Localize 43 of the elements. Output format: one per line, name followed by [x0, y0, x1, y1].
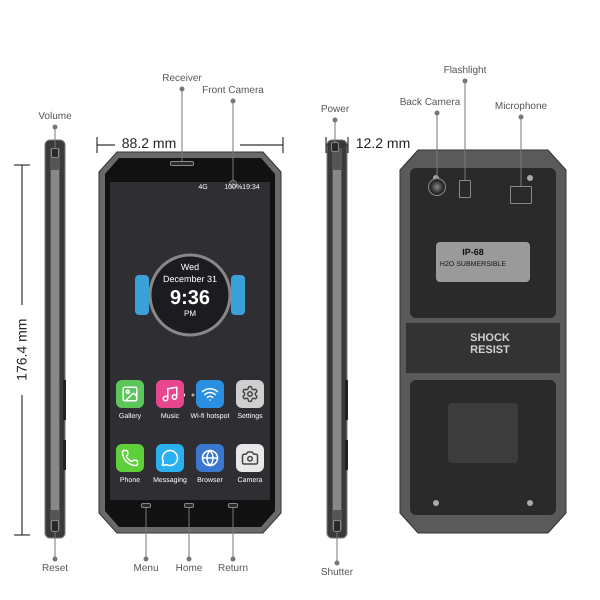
callout-label: Front Camera	[199, 84, 267, 98]
callout-label: Receiver	[157, 72, 207, 86]
callout-label: Reset	[37, 562, 73, 576]
rating-text: IP-68	[461, 248, 485, 258]
leader-line	[462, 78, 468, 180]
callout-label: Menu	[130, 562, 162, 576]
receiver-slot	[170, 161, 194, 166]
leader-line	[332, 118, 338, 142]
leader-line	[230, 98, 236, 180]
leader-line	[230, 508, 236, 562]
home-key	[184, 503, 194, 508]
callout-label: Flashlight	[436, 64, 494, 78]
panel-text: SHOCK RESIST	[469, 332, 511, 356]
dimension-value: 176.4 mm	[14, 318, 30, 383]
menu-key	[141, 503, 151, 508]
leader-line	[144, 508, 148, 562]
clock-time: 9:36	[168, 287, 212, 309]
flashlight-window	[459, 180, 471, 198]
leader-line	[52, 532, 58, 562]
leader-line	[52, 124, 58, 148]
leader-line	[334, 532, 340, 566]
weekday: Wed	[180, 263, 200, 273]
return-key	[228, 503, 238, 508]
callout-label: Shutter	[316, 566, 358, 580]
power-button	[331, 142, 339, 152]
callout-label: Return	[215, 562, 251, 576]
leader-line	[434, 110, 440, 178]
callout-label: Volume	[30, 110, 80, 124]
leader-line	[186, 508, 192, 562]
dimension-value: 12.2 mm	[354, 136, 412, 152]
shutter-button	[333, 520, 341, 532]
date: December 31	[162, 275, 218, 285]
reset-button	[51, 520, 59, 532]
callout-label: Home	[173, 562, 205, 576]
volume-button	[51, 148, 59, 158]
callout-label: Power	[317, 103, 353, 117]
dimension-value: 88.2 mm	[120, 136, 178, 152]
microphone-grille	[510, 186, 532, 204]
am-pm: PM	[183, 310, 197, 319]
callout-label: Microphone	[490, 100, 552, 114]
callout-label: Back Camera	[398, 96, 462, 110]
leader-line	[518, 114, 524, 186]
leader-line	[180, 86, 184, 162]
